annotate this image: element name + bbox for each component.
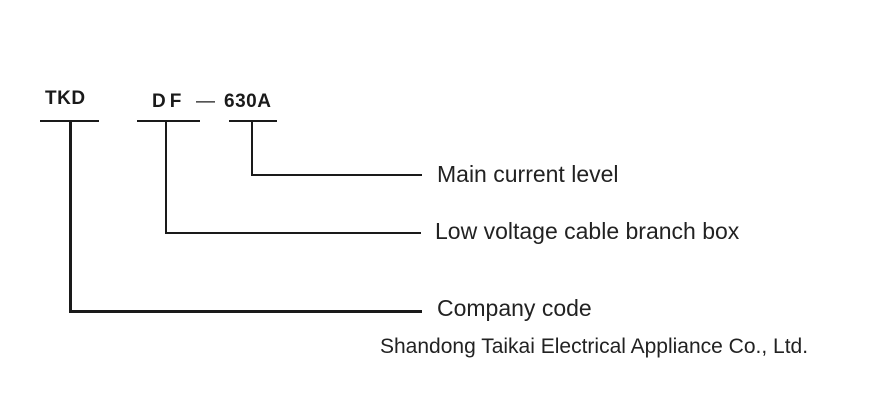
product-connector-vertical	[165, 121, 167, 233]
product-code-segment: DF	[152, 91, 186, 112]
main-current-label: Main current level	[437, 161, 619, 187]
company-code-segment: TKD	[45, 88, 86, 109]
company-connector-vertical	[69, 121, 72, 312]
current-code-segment: 630A	[224, 91, 272, 112]
current-connector-horizontal	[251, 174, 422, 176]
product-code-underline	[137, 120, 200, 122]
code-separator: —	[196, 91, 216, 112]
company-connector-horizontal	[69, 310, 422, 313]
branch-box-label: Low voltage cable branch box	[435, 218, 740, 244]
company-name-text: Shandong Taikai Electrical Appliance Co.…	[380, 335, 809, 358]
current-code-underline	[229, 120, 277, 122]
current-connector-vertical	[251, 121, 253, 175]
company-code-label: Company code	[437, 295, 592, 321]
product-connector-horizontal	[165, 232, 421, 234]
